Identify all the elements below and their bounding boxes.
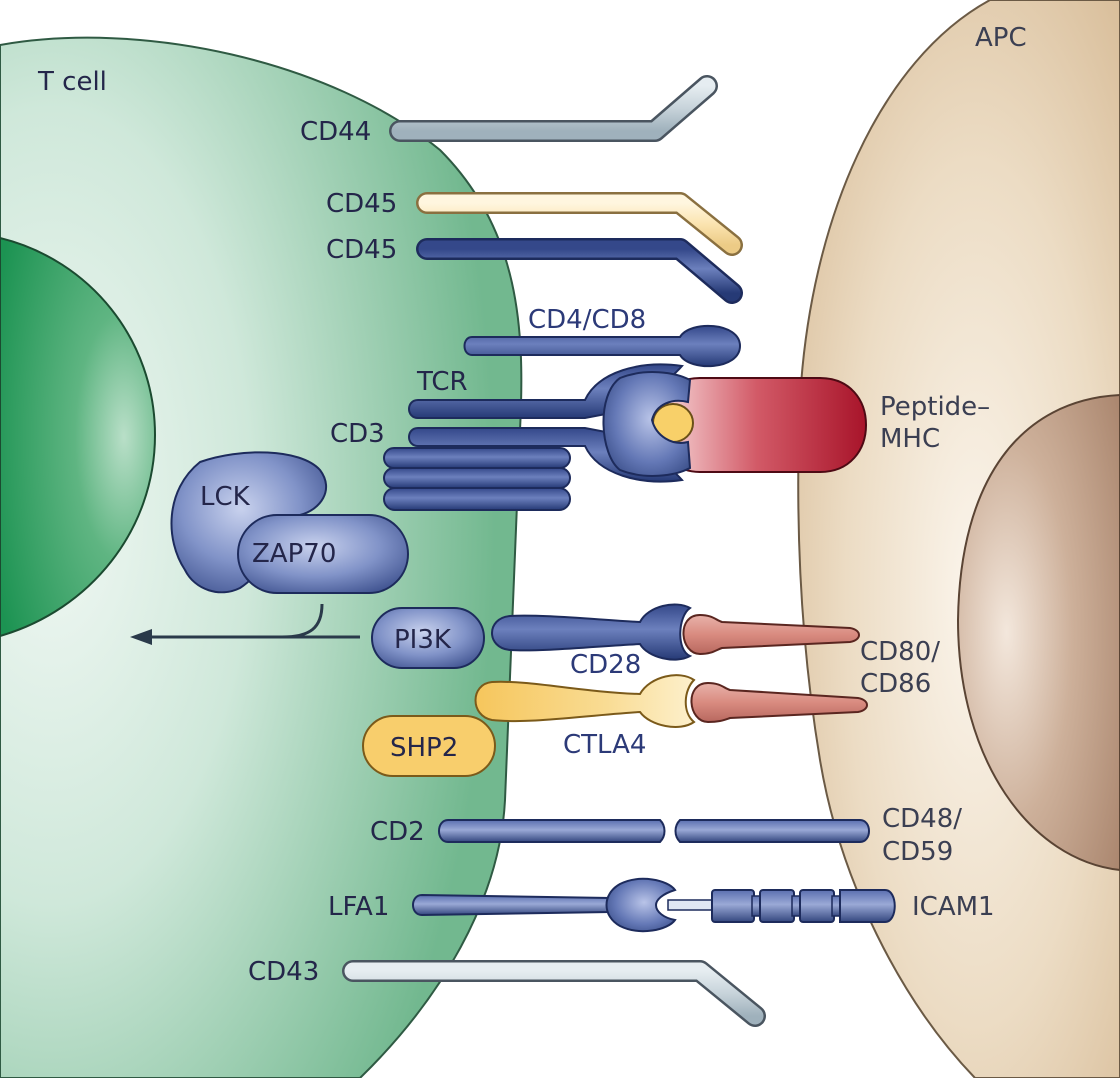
tcr-label: TCR bbox=[416, 367, 468, 397]
icam1-molecule bbox=[667, 889, 896, 923]
peptide-mhc-label-line2: MHC bbox=[880, 424, 940, 454]
t-cell-nucleus bbox=[0, 236, 157, 638]
t-cell-label: T cell bbox=[37, 67, 107, 97]
cd80-cd86-label-line1: CD80/ bbox=[860, 637, 940, 667]
lck-label: LCK bbox=[200, 482, 251, 512]
signal-arrow bbox=[130, 603, 360, 645]
cd28-label: CD28 bbox=[570, 650, 641, 680]
cd44-molecule bbox=[389, 75, 718, 142]
cd48-cd59-label-line2: CD59 bbox=[882, 837, 953, 867]
arrow-head-icon bbox=[130, 629, 152, 645]
cd45-blue-molecule bbox=[416, 238, 743, 304]
cd4-cd8-label: CD4/CD8 bbox=[528, 305, 646, 335]
cd44-label: CD44 bbox=[300, 117, 371, 147]
cd4-cd8-molecule bbox=[463, 324, 742, 368]
cd45-label-bottom: CD45 bbox=[326, 235, 397, 265]
lfa1-molecule bbox=[412, 877, 677, 933]
pi3k-label: PI3K bbox=[394, 625, 452, 655]
cd3-label: CD3 bbox=[330, 419, 385, 449]
cd45-label-top: CD45 bbox=[326, 189, 397, 219]
shp2-molecule bbox=[362, 715, 496, 777]
apc-nucleus bbox=[956, 393, 1120, 872]
peptide-mhc-molecule bbox=[652, 377, 868, 473]
cd43-molecule bbox=[342, 960, 766, 1027]
zap70-molecule bbox=[237, 514, 409, 594]
cd80-cd86-lower-molecule bbox=[690, 681, 868, 724]
tcr-molecule bbox=[408, 363, 692, 483]
cd3-molecule bbox=[383, 447, 571, 511]
pi3k-molecule bbox=[371, 607, 485, 669]
cd48-cd59-molecule bbox=[674, 819, 870, 843]
cd48-cd59-label-line1: CD48/ bbox=[882, 804, 962, 834]
cd2-label: CD2 bbox=[370, 817, 425, 847]
ctla4-label: CTLA4 bbox=[563, 730, 646, 760]
icam1-label: ICAM1 bbox=[912, 892, 995, 922]
cd45-pale-molecule bbox=[416, 192, 743, 256]
zap70-label: ZAP70 bbox=[252, 539, 336, 569]
lfa1-label: LFA1 bbox=[328, 892, 389, 922]
cd80-cd86-upper-molecule bbox=[682, 613, 860, 656]
cd2-molecule bbox=[438, 819, 666, 843]
apc-label: APC bbox=[975, 23, 1027, 53]
shp2-label: SHP2 bbox=[390, 733, 458, 763]
cd43-label: CD43 bbox=[248, 957, 319, 987]
cd28-molecule bbox=[491, 603, 693, 661]
peptide-mhc-label-line1: Peptide– bbox=[880, 392, 990, 422]
ctla4-molecule bbox=[474, 674, 696, 728]
cd80-cd86-label-line2: CD86 bbox=[860, 669, 931, 699]
